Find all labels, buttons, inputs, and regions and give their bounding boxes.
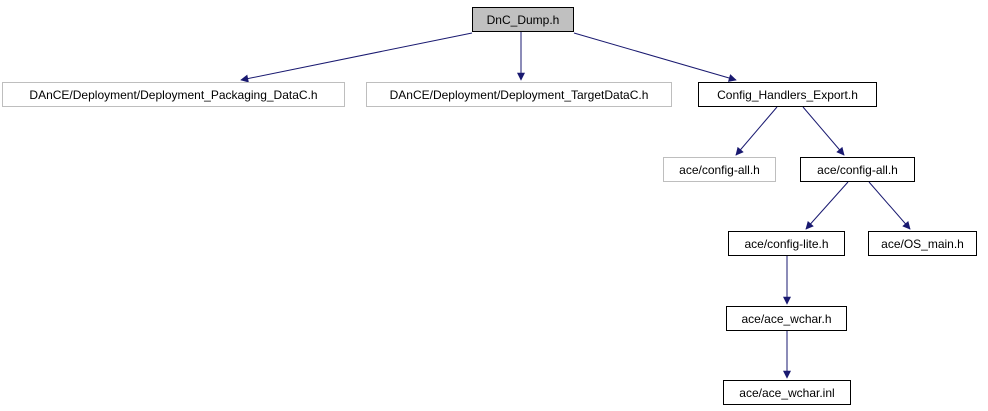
graph-node-dnc-dump: DnC_Dump.h <box>472 7 574 32</box>
graph-node-config-lite[interactable]: ace/config-lite.h <box>728 231 845 256</box>
graph-node-config-handlers-export[interactable]: Config_Handlers_Export.h <box>698 82 877 107</box>
include-edge-dnc-dump--config-handlers-export <box>573 32 737 82</box>
include-edge-config-all--config-lite <box>805 181 849 230</box>
graph-node-config-all[interactable]: ace/config-all.h <box>800 157 915 182</box>
graph-node-ace-wchar-inl[interactable]: ace/ace_wchar.inl <box>723 380 851 405</box>
graph-node-ace-wchar-h[interactable]: ace/ace_wchar.h <box>726 306 847 331</box>
graph-node-deployment-packaging[interactable]: DAnCE/Deployment/Deployment_Packaging_Da… <box>2 82 345 107</box>
graph-node-os-main[interactable]: ace/OS_main.h <box>868 231 977 256</box>
include-edge-config-all--os-main <box>868 181 911 230</box>
include-edge-config-handlers-export--config-all <box>802 106 845 156</box>
include-edge-config-handlers-export--config-all-gray <box>735 106 778 156</box>
graph-node-config-all-gray[interactable]: ace/config-all.h <box>663 157 776 182</box>
include-edge-dnc-dump--deployment-packaging <box>240 32 473 83</box>
graph-node-deployment-target[interactable]: DAnCE/Deployment/Deployment_TargetDataC.… <box>366 82 672 107</box>
